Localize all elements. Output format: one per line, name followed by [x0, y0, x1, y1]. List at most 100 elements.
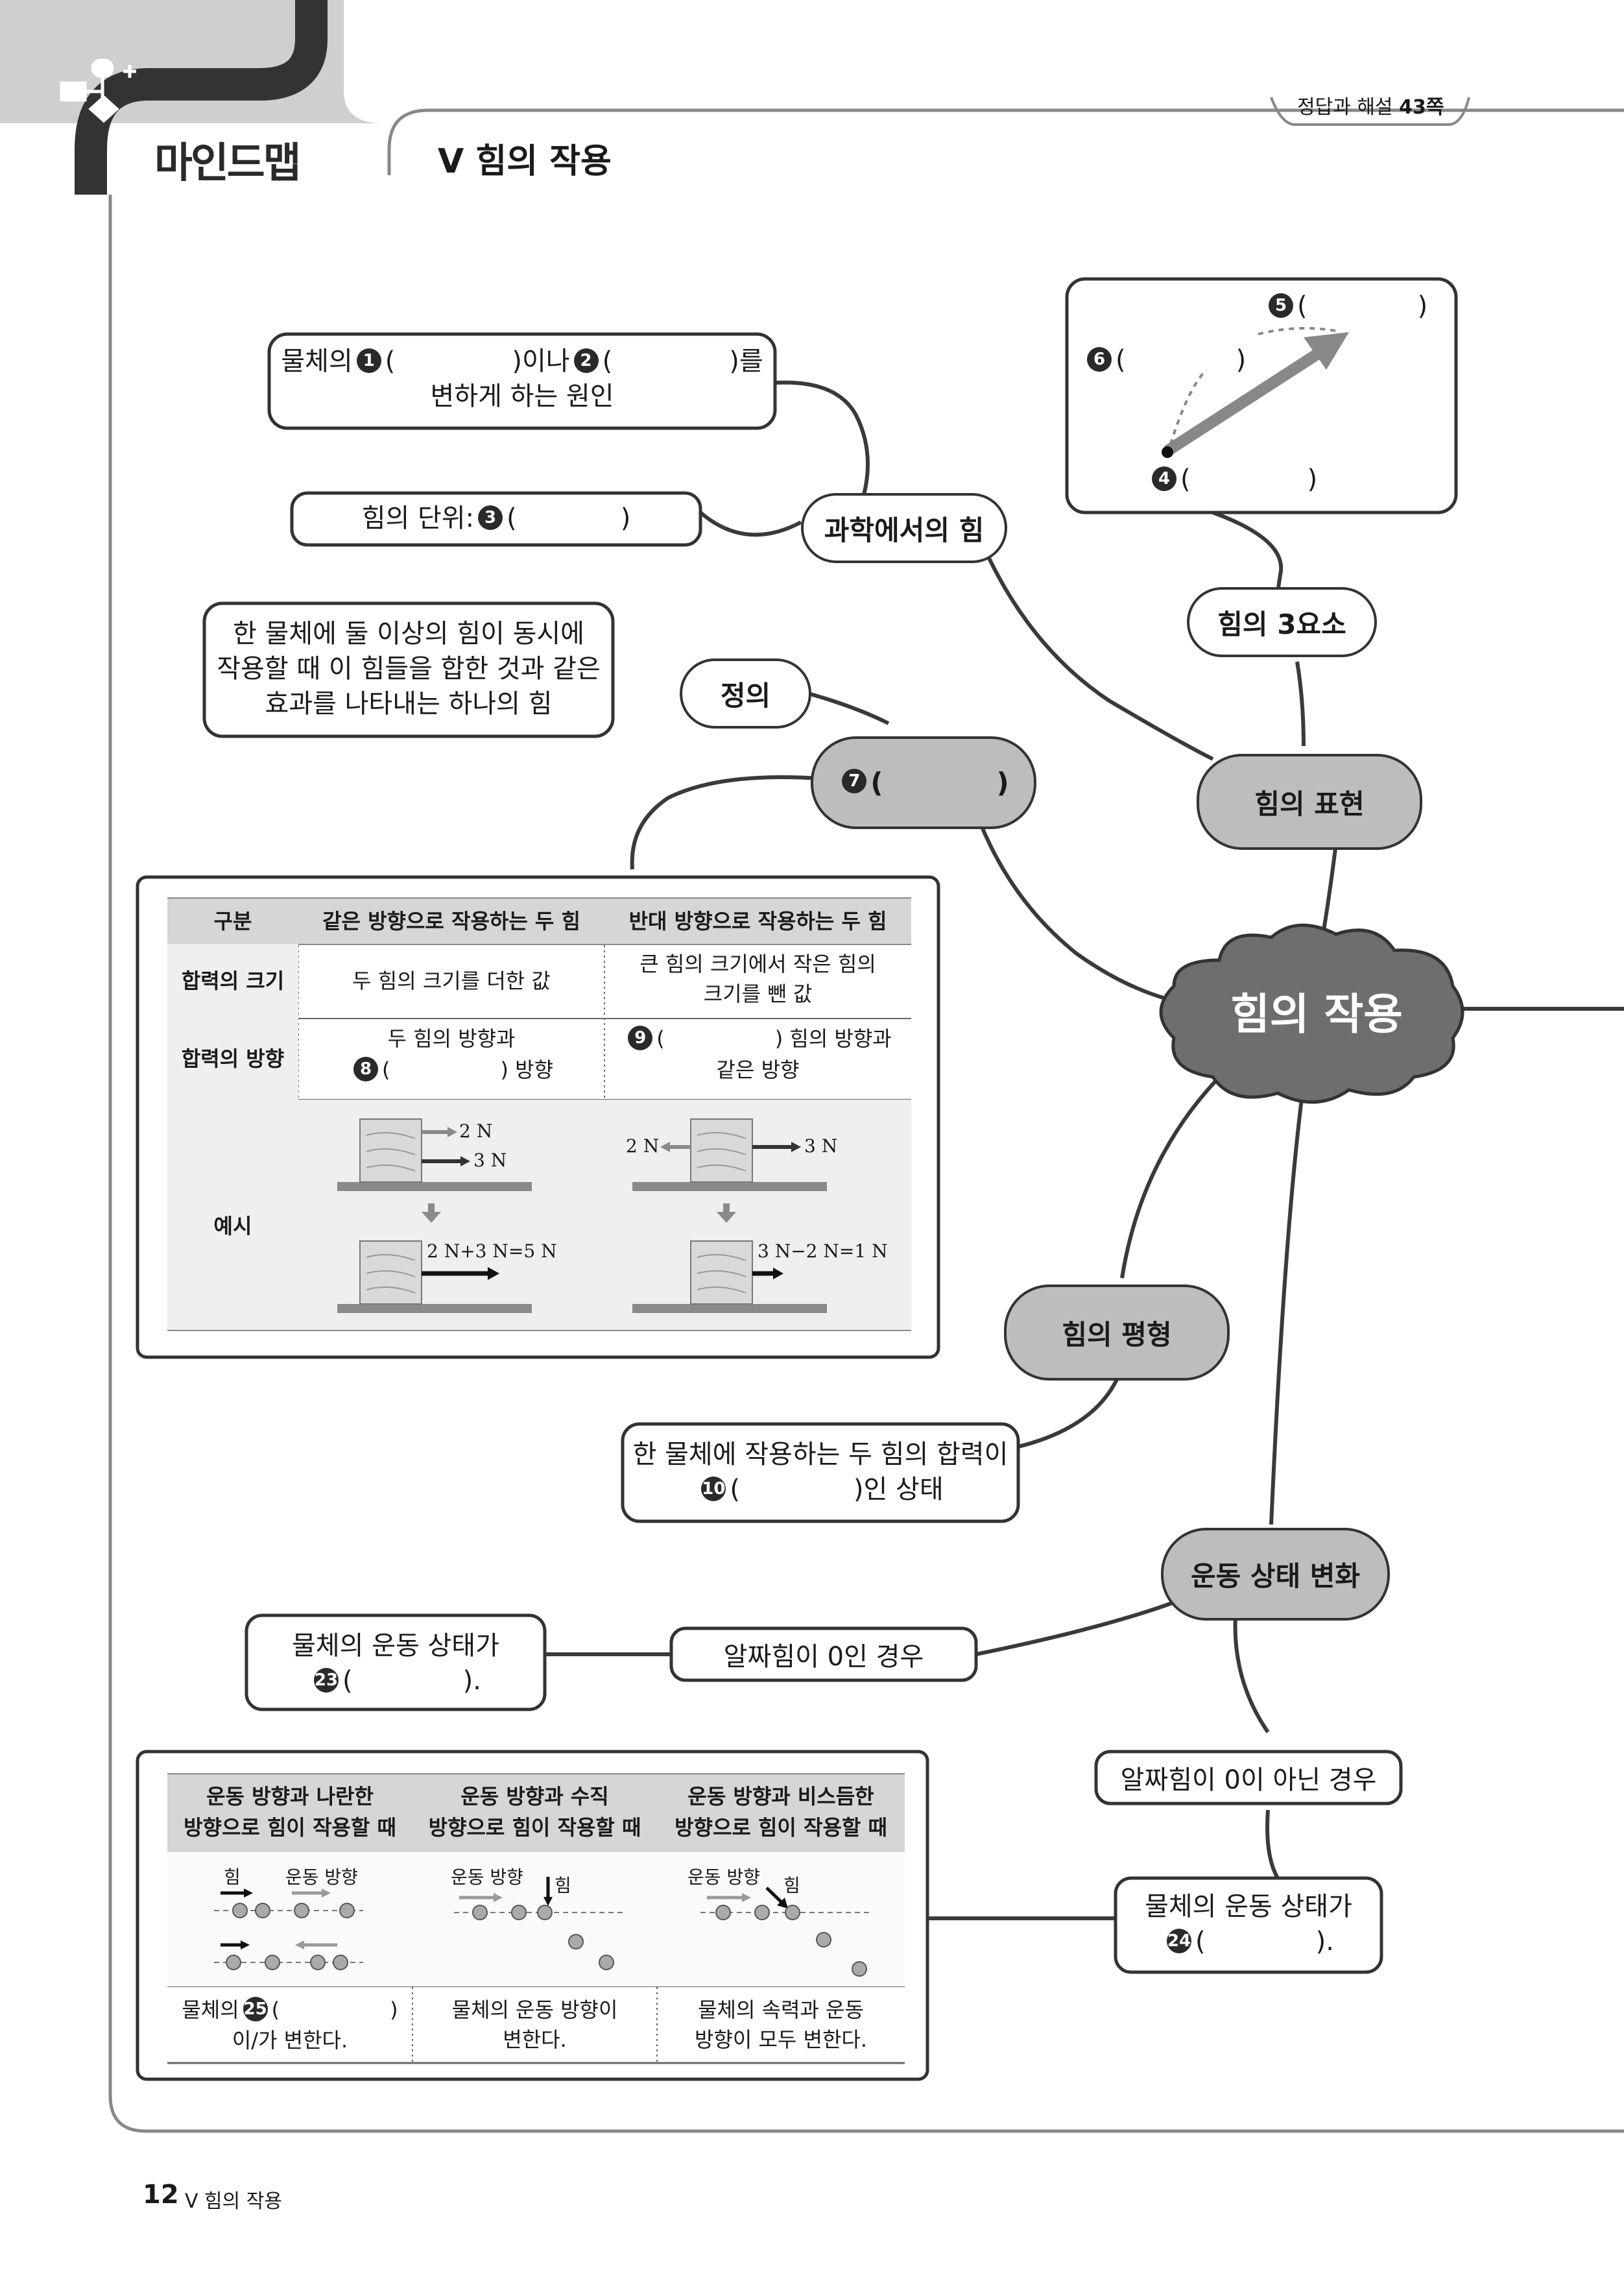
- row-direction-opposite-1: 9() 힘의 방향과: [604, 1023, 911, 1054]
- result-oblique: 물체의 속력과 운동 방향이 모두 변한다.: [657, 1995, 905, 2055]
- result-parallel-prefix: 물체의: [182, 1997, 239, 2022]
- equilibrium-def-line1: 한 물체에 작용하는 두 힘의 합력이: [632, 1440, 1009, 1469]
- blank-24-badge: 24: [1167, 1929, 1192, 1953]
- equilibrium-def-suffix: 인 상태: [863, 1475, 944, 1504]
- force-def-text-c: 를: [739, 346, 763, 376]
- row-example-label: 예시: [213, 1214, 252, 1238]
- parallel-force-label: 힘: [224, 1866, 241, 1888]
- footer-chapter: V 힘의 작용: [185, 2190, 282, 2213]
- answer-ref-bracket: [1270, 97, 1470, 126]
- same-force-2n: 2 N: [459, 1120, 493, 1142]
- header-parallel-2: 방향으로 힘이 작용할 때: [184, 1815, 396, 1840]
- zero-state-suffix: .: [473, 1666, 481, 1696]
- equilibrium-def-line2: 10()인 상태: [701, 1475, 944, 1504]
- table1-label-col-bg: [167, 944, 298, 1330]
- equilibrium-definition-box: 한 물체에 작용하는 두 힘의 합력이 10()인 상태: [623, 1437, 1018, 1507]
- node-net-force-blank: 7(): [811, 736, 1036, 829]
- zero-net-state-box: 물체의 운동 상태가 23().: [246, 1628, 545, 1698]
- header-tab: [75, 0, 328, 195]
- node-force-expression: 힘의 표현: [1197, 754, 1422, 850]
- header-perp-2: 방향으로 힘이 작용할 때: [428, 1815, 641, 1840]
- table2-motion-diagrams: [214, 1877, 869, 1977]
- blank-7-badge: 7: [842, 768, 867, 793]
- blank-25-badge: 25: [243, 1997, 268, 2021]
- chapter-title: V 힘의 작용: [438, 142, 612, 181]
- footer-page-number: 12: [143, 2180, 179, 2210]
- node-science-force: 과학에서의 힘: [801, 493, 1007, 563]
- header-parallel-1: 운동 방향과 나란한: [206, 1784, 374, 1809]
- result-oblique-2: 방향이 모두 변한다.: [694, 2027, 868, 2052]
- nonzero-state-suffix: .: [1326, 1927, 1334, 1957]
- node-definition: 정의: [680, 658, 811, 729]
- force-def-text-a: 물체의: [281, 346, 353, 376]
- blank-6-badge: 6: [1087, 347, 1112, 372]
- table1-examples: [337, 1118, 827, 1313]
- blank-8-badge: 8: [353, 1057, 378, 1081]
- perp-force-label: 힘: [555, 1875, 571, 1896]
- zero-net-label: 알짜힘이 0인 경우: [723, 1642, 924, 1672]
- table1-header-opposite: 반대 방향으로 작용하는 두 힘: [628, 909, 887, 934]
- blank-9-badge: 9: [628, 1026, 653, 1050]
- header-oblique-1: 운동 방향과 비스듬한: [687, 1784, 874, 1809]
- blank-5-label: 5(): [1265, 289, 1427, 324]
- table2-header-row: [167, 1774, 905, 1852]
- row-magnitude-opposite-1: 큰 힘의 크기에서 작은 힘의: [639, 952, 876, 976]
- blank-3-badge: 3: [478, 505, 503, 530]
- same-force-3n: 3 N: [473, 1150, 507, 1171]
- blank-2-badge: 2: [573, 348, 599, 373]
- table1-header-row: [167, 899, 911, 944]
- blank-5-badge: 5: [1269, 293, 1293, 318]
- node-three-elements: 힘의 3요소: [1187, 587, 1377, 657]
- force-def-line2: 변하게 하는 원인: [430, 381, 614, 411]
- blank-4-label: 4(): [1148, 462, 1317, 497]
- zero-state-line1: 물체의 운동 상태가: [292, 1631, 499, 1661]
- table2-header-parallel: 운동 방향과 나란한 방향으로 힘이 작용할 때: [167, 1781, 412, 1843]
- row-magnitude-opposite: 큰 힘의 크기에서 작은 힘의 크기를 뺀 값: [604, 949, 911, 1009]
- net-def-line1: 한 물체에 둘 이상의 힘이 동시에: [233, 619, 584, 649]
- header-line: [387, 108, 1624, 175]
- opp-force-2n: 2 N: [626, 1135, 660, 1157]
- perp-motion-label: 운동 방향: [451, 1866, 523, 1888]
- blank-10-badge: 10: [701, 1477, 726, 1501]
- parallel-motion-label: 운동 방향: [285, 1866, 358, 1888]
- same-result: 2 N+3 N=5 N: [427, 1240, 557, 1262]
- row-direction-same-suffix: 방향: [515, 1057, 554, 1082]
- net-def-line3: 효과를 나타내는 하나의 힘: [265, 689, 553, 719]
- nonzero-state-line1: 물체의 운동 상태가: [1145, 1892, 1352, 1922]
- table2-diagram-bg: [167, 1852, 905, 1986]
- row-magnitude-label: 합력의 크기: [181, 969, 285, 993]
- table2-header-perpendicular: 운동 방향과 수직 방향으로 힘이 작용할 때: [412, 1781, 657, 1843]
- force-def-text-b: 이나: [521, 346, 570, 376]
- row-magnitude-same: 두 힘의 크기를 더한 값: [352, 969, 551, 993]
- row-direction-opposite-text: 힘의 방향과: [789, 1026, 892, 1051]
- answer-ref-page: 43쪽: [1399, 96, 1444, 119]
- blank-6-label: 6(): [1083, 343, 1246, 378]
- center-cloud-shape: [1159, 923, 1464, 1104]
- row-direction-same-1: 두 힘의 방향과: [387, 1026, 516, 1051]
- table1-header-category: 구분: [213, 909, 252, 934]
- node-equilibrium: 힘의 평형: [1004, 1285, 1230, 1381]
- row-direction-label: 합력의 방향: [181, 1046, 285, 1071]
- net-force-definition-box: 한 물체에 둘 이상의 힘이 동시에 작용할 때 이 힘들을 합한 것과 같은 …: [204, 616, 613, 721]
- force-unit-box: 힘의 단위:3(): [361, 503, 631, 533]
- oblique-force-label: 힘: [783, 1875, 800, 1896]
- section-label: 마인드맵: [154, 139, 302, 187]
- answer-ref-prefix: 정답과 해설: [1297, 96, 1400, 119]
- row-direction-same-2: 8() 방향: [298, 1054, 604, 1085]
- answer-reference: 정답과 해설 43쪽: [1297, 91, 1444, 119]
- page-border: [108, 195, 1624, 2133]
- oblique-motion-label: 운동 방향: [687, 1866, 760, 1888]
- nonzero-state-line2: 24().: [1167, 1927, 1334, 1957]
- blank-1-badge: 1: [356, 348, 381, 373]
- result-parallel-2: 이/가 변한다.: [232, 2028, 348, 2053]
- connector-lines: [545, 380, 1624, 1920]
- box-outlines: [136, 277, 1458, 2081]
- nonzero-net-state-box: 물체의 운동 상태가 24().: [1116, 1889, 1381, 1959]
- table1-header-same: 같은 방향으로 작용하는 두 힘: [322, 909, 580, 934]
- node-center: 힘의 작용: [1230, 989, 1403, 1039]
